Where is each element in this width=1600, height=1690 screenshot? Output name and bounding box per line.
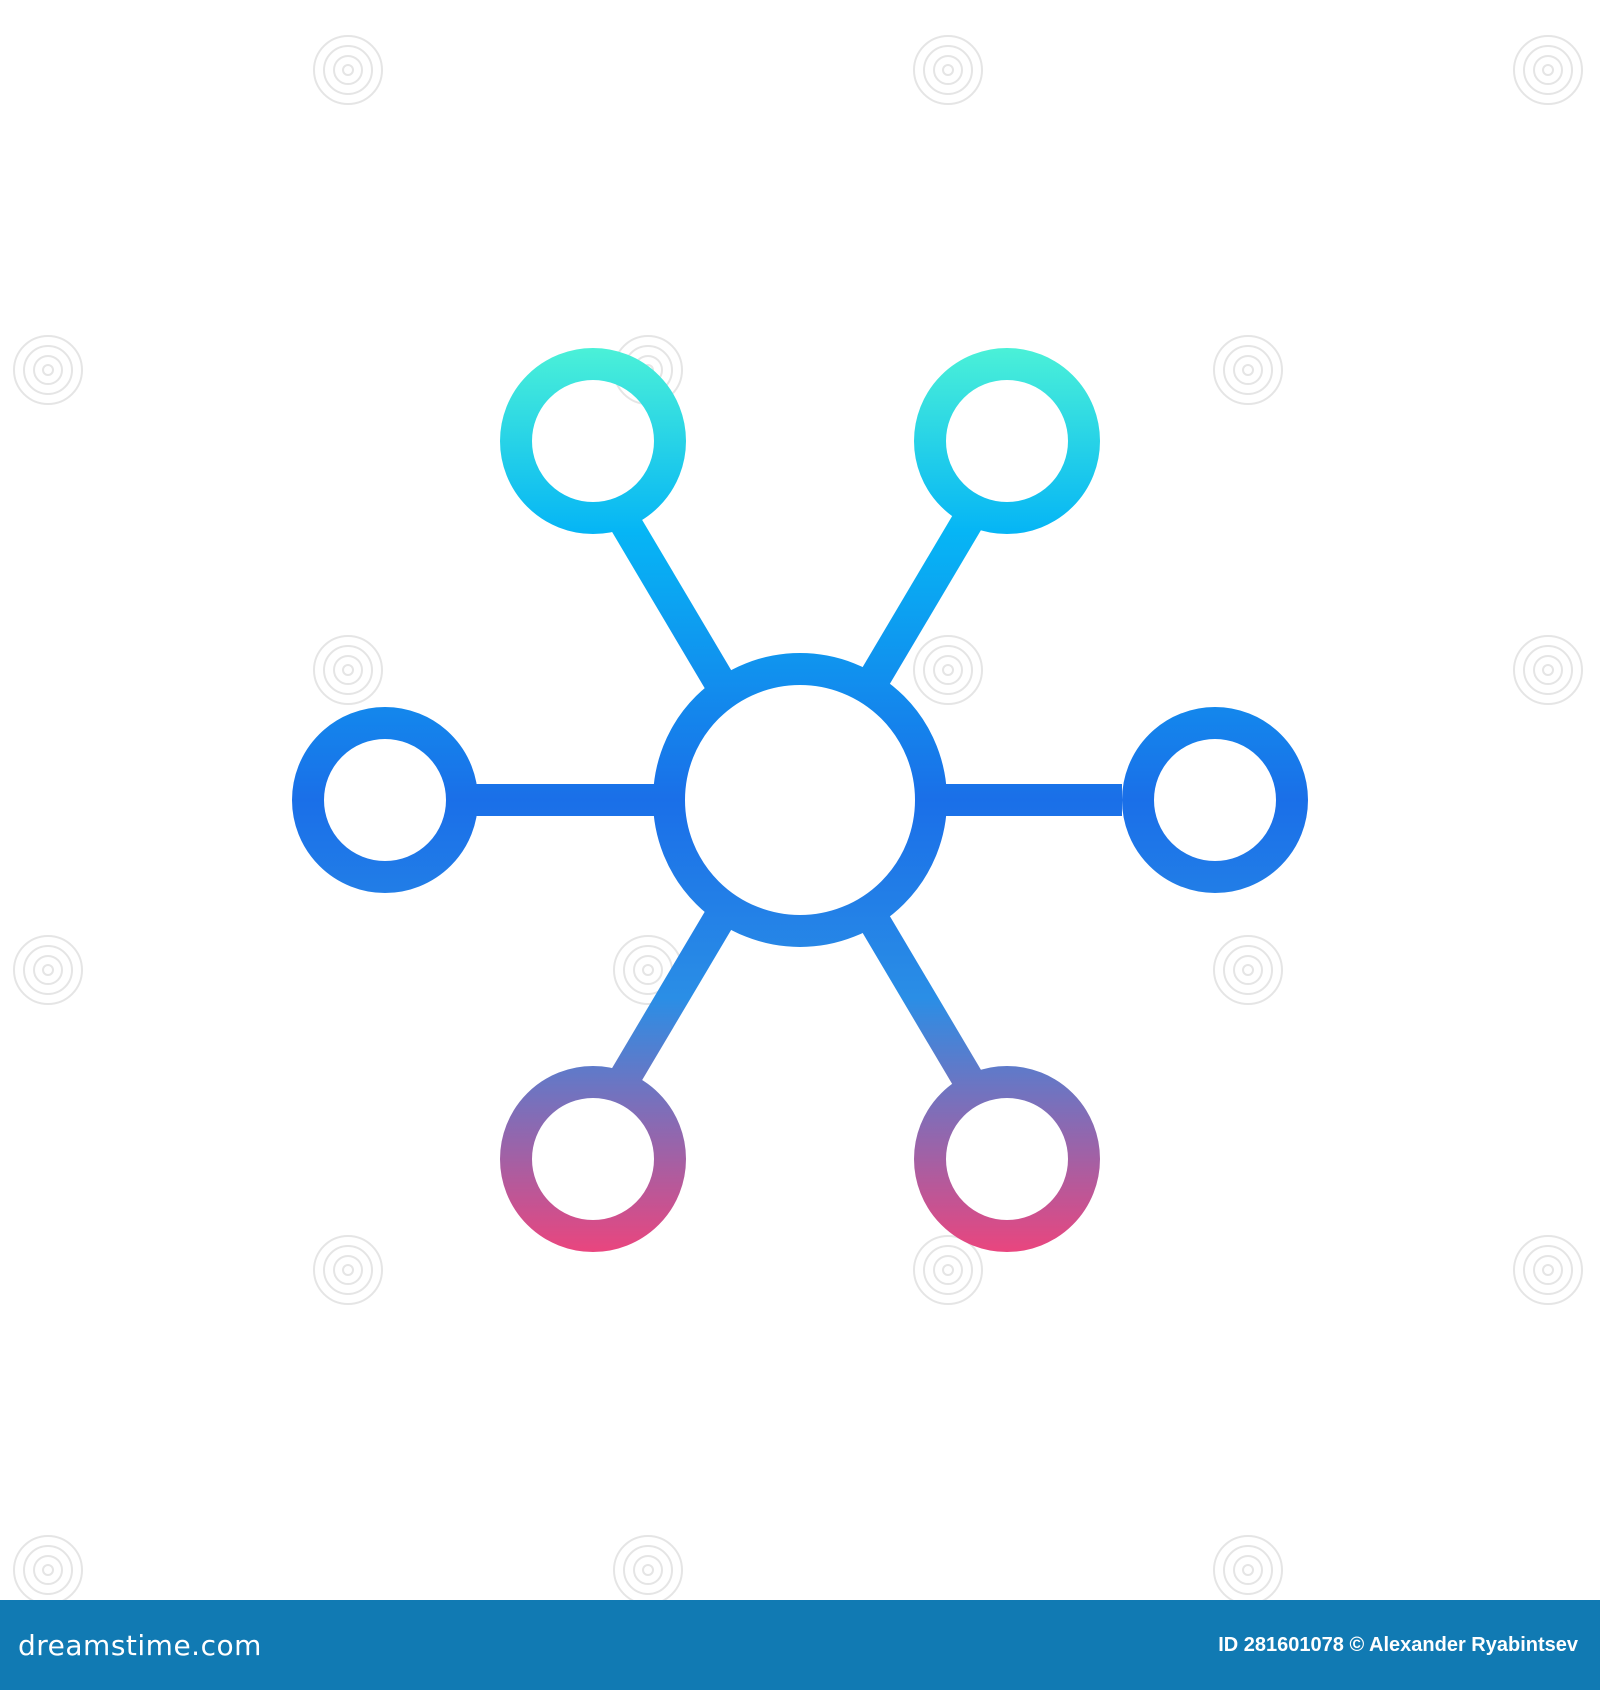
stock-image-canvas: [13, 35, 1583, 1600]
node-left: [292, 707, 478, 893]
node-top-left: [500, 348, 686, 534]
node-bottom-left: [500, 1066, 686, 1252]
network-hub-icon: [292, 348, 1308, 1252]
watermark-pattern: [13, 35, 1583, 1600]
stock-footer-bar: dreamstime.com ID 281601078 © Alexander …: [0, 1600, 1600, 1690]
node-bottom-right: [914, 1066, 1100, 1252]
illustration: [13, 35, 1583, 1600]
node-top-right: [914, 348, 1100, 534]
connector-bottom-left: [609, 905, 736, 1090]
connector-top-right: [856, 510, 983, 695]
connector-bottom-right: [856, 905, 983, 1090]
node-right: [1122, 707, 1308, 893]
image-credit: ID 281601078 © Alexander Ryabintsev: [1218, 1633, 1578, 1656]
hub-center-node: [653, 653, 947, 947]
dreamstime-logo: dreamstime.com: [18, 1628, 262, 1662]
connector-top-left: [609, 510, 736, 695]
